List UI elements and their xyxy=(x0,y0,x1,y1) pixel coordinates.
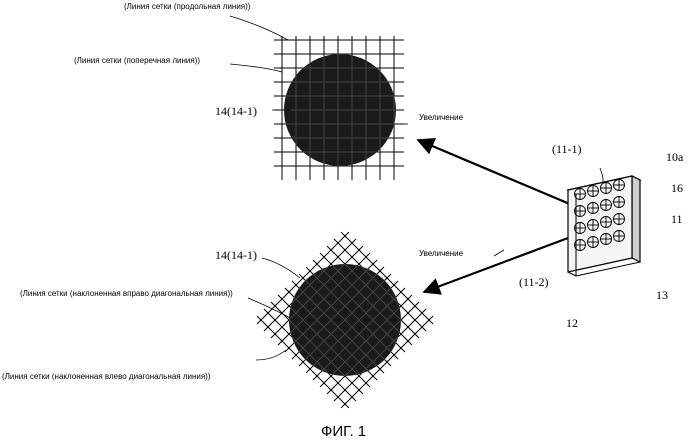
figure-caption: ФИГ. 1 xyxy=(321,423,366,440)
grid-longitudinal-label: (Линия сетки (продольная линия)) xyxy=(124,2,250,11)
grid-left-diagonal-label: (Линия сетки (наклоненная влево диагонал… xyxy=(2,372,211,381)
dot-top-ref: 14(14-1) xyxy=(215,104,257,119)
panel-10a-ref: 10a xyxy=(666,150,683,165)
magnification-top-label: Увеличение xyxy=(419,113,463,122)
dot-bottom-ref: 14(14-1) xyxy=(215,248,257,263)
cell-11-1-ref: (11-1) xyxy=(552,142,582,157)
ref-16: 16 xyxy=(671,181,683,196)
ref-12: 12 xyxy=(566,316,578,331)
dot-bottom xyxy=(145,232,545,408)
cell-11-2-ref: (11-2) xyxy=(519,275,549,290)
grid-right-diagonal-label: (Линия сетки (наклоненная вправо диагона… xyxy=(20,289,233,298)
grid-transverse-label: (Линия сетки (поперечная линия)) xyxy=(74,56,200,65)
ref-13: 13 xyxy=(656,288,668,303)
magnification-arrows xyxy=(418,140,584,292)
dot-top xyxy=(274,36,404,180)
magnification-bottom-label: Увеличение xyxy=(419,249,463,258)
panel-10a xyxy=(568,176,640,276)
ref-11: 11 xyxy=(671,212,683,227)
grid-left-diagonal-line xyxy=(257,232,433,408)
